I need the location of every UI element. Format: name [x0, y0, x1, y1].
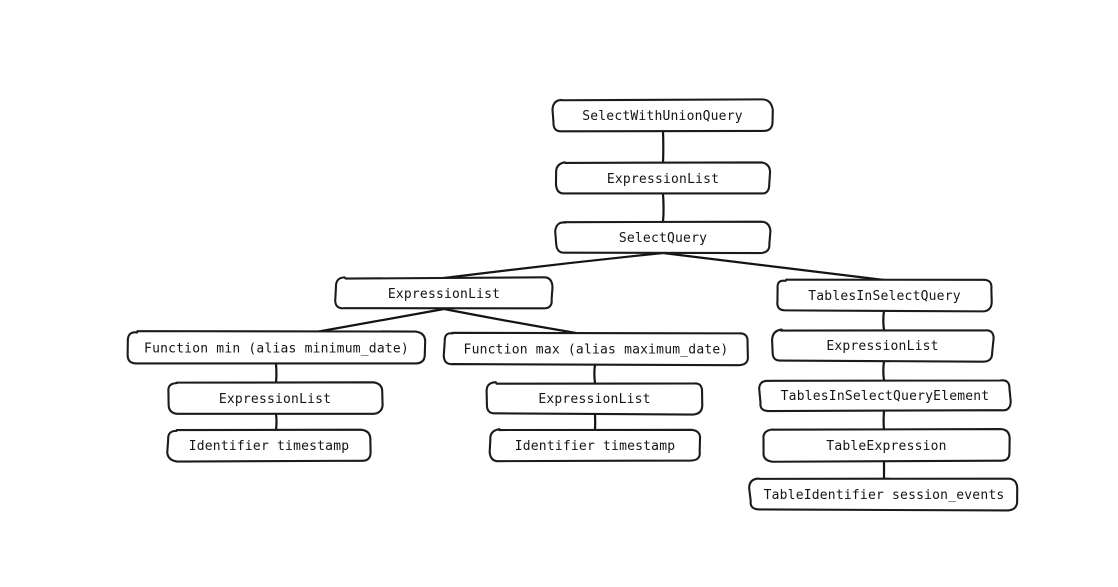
- edge-n3-to-n6: [442, 307, 578, 335]
- node-label: ExpressionList: [826, 339, 938, 354]
- node-label: TablesInSelectQuery: [808, 289, 961, 304]
- edge-n4-to-n9: [882, 309, 886, 332]
- tree-node[interactable]: SelectWithUnionQuery: [551, 98, 774, 133]
- node-box: [758, 379, 1012, 413]
- tree-node[interactable]: SelectQuery: [554, 220, 772, 255]
- node-box: [554, 161, 772, 195]
- tree-node[interactable]: ExpressionList: [771, 328, 995, 363]
- node-label: SelectQuery: [619, 231, 707, 246]
- node-label: Identifier timestamp: [515, 439, 676, 454]
- node-box: [748, 477, 1019, 512]
- tree-node[interactable]: TableIdentifier session_events: [748, 477, 1019, 512]
- node-box: [442, 331, 749, 367]
- node-label: ExpressionList: [607, 172, 719, 187]
- edge-n2-to-n4: [661, 251, 886, 282]
- tree-node[interactable]: ExpressionList: [334, 276, 554, 310]
- node-box: [334, 276, 554, 310]
- node-box: [762, 428, 1011, 463]
- tree-node[interactable]: TableExpression: [762, 428, 1011, 463]
- tree-node[interactable]: ExpressionList: [554, 161, 772, 195]
- tree-node[interactable]: Function min (alias minimum_date): [126, 330, 427, 365]
- edge-n1-to-n2: [661, 192, 665, 224]
- node-box: [485, 381, 704, 416]
- tree-node[interactable]: TablesInSelectQueryElement: [758, 379, 1012, 413]
- edge-n2-to-n3: [442, 251, 665, 280]
- edges-layer: [274, 129, 886, 481]
- node-box: [167, 381, 384, 415]
- edge-n7-to-n10: [274, 412, 278, 432]
- edge-n9-to-n12: [882, 359, 886, 382]
- node-box: [488, 428, 702, 463]
- node-label: Function max (alias maximum_date): [464, 343, 729, 358]
- tree-node[interactable]: Identifier timestamp: [166, 428, 372, 463]
- node-label: Identifier timestamp: [189, 439, 350, 454]
- node-box: [126, 330, 427, 365]
- node-box: [166, 428, 372, 463]
- node-label: TablesInSelectQueryElement: [781, 389, 990, 404]
- edge-n6-to-n8: [593, 363, 597, 385]
- node-box: [551, 98, 774, 133]
- node-label: ExpressionList: [219, 392, 331, 407]
- node-label: Function min (alias minimum_date): [144, 342, 409, 357]
- node-label: ExpressionList: [388, 287, 500, 302]
- node-box: [554, 220, 772, 255]
- node-label: TableExpression: [826, 439, 946, 454]
- tree-node[interactable]: ExpressionList: [167, 381, 384, 415]
- tree-node[interactable]: TablesInSelectQuery: [776, 278, 993, 313]
- tree-node[interactable]: Identifier timestamp: [488, 428, 702, 463]
- node-label: TableIdentifier session_events: [764, 488, 1005, 503]
- nodes-layer: SelectWithUnionQueryExpressionListSelect…: [126, 98, 1019, 512]
- tree-node[interactable]: ExpressionList: [485, 381, 704, 416]
- node-box: [771, 328, 995, 363]
- node-label: SelectWithUnionQuery: [582, 109, 743, 124]
- tree-node[interactable]: Function max (alias maximum_date): [442, 331, 749, 367]
- node-label: ExpressionList: [538, 392, 650, 407]
- node-box: [776, 278, 993, 313]
- edge-n3-to-n5: [314, 307, 446, 334]
